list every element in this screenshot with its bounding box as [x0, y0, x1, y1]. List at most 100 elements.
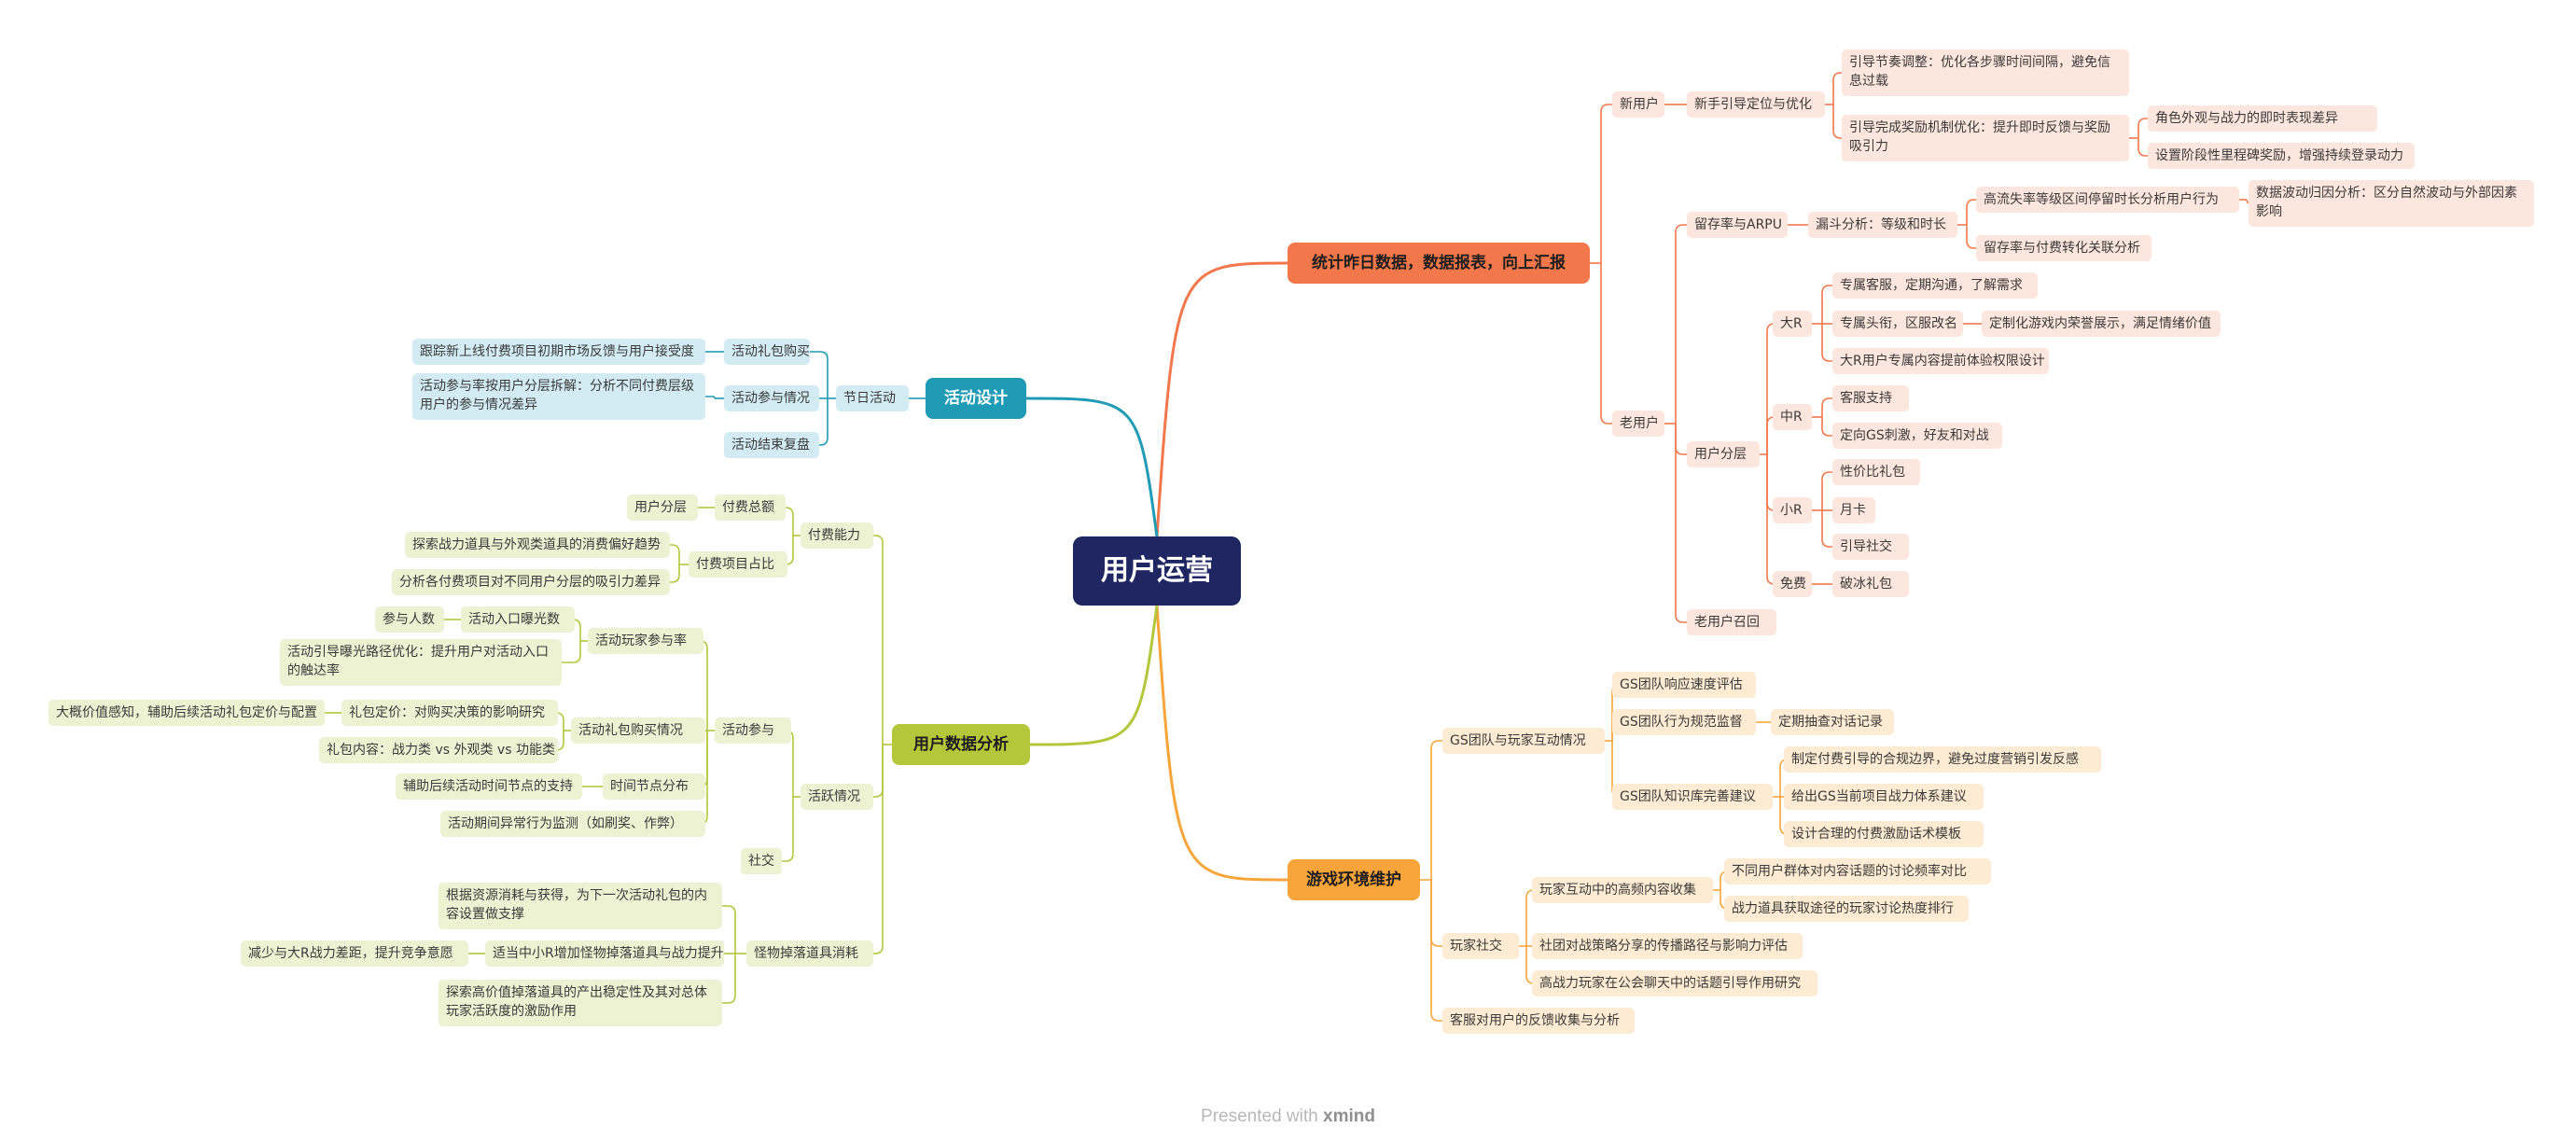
topic-a2[interactable]: 老用户 [1612, 411, 1664, 437]
topic-e1a[interactable]: GS团队响应速度评估 [1612, 672, 1756, 698]
topic-d2a2[interactable]: 活动礼包购买情况 [571, 717, 705, 744]
topic-label: 节日活动 [843, 391, 896, 406]
topic-a2b3b[interactable]: 月卡 [1832, 497, 1875, 523]
topic-a2a1a[interactable]: 高流失率等级区间停留时长分析用户行为 [1976, 187, 2239, 213]
topic-a2a1a1[interactable]: 数据波动归因分析：区分自然波动与外部因素影响 [2249, 180, 2534, 227]
topic-a2b1c[interactable]: 大R用户专属内容提前体验权限设计 [1832, 348, 2049, 374]
topic-d1[interactable]: 付费能力 [801, 522, 873, 549]
topic-d3b[interactable]: 适当中小R增加怪物掉落道具与战力提升 [485, 940, 724, 967]
topic-a1a1[interactable]: 引导节奏调整：优化各步骤时间间隔，避免信息过载 [1842, 49, 2129, 96]
topic-t1b1[interactable]: 活动参与率按用户分层拆解：分析不同付费层级用户的参与情况差异 [412, 373, 705, 420]
topic-a2b3[interactable]: 小R [1773, 497, 1812, 523]
main-topic-e[interactable]: 游戏环境维护 [1288, 859, 1420, 900]
connector [1821, 471, 1832, 510]
topic-a2b2b[interactable]: 定向GS刺激，好友和对战 [1832, 423, 2002, 449]
topic-a2b3a[interactable]: 性价比礼包 [1832, 459, 1920, 485]
xmind-brand: xmind [1323, 1107, 1375, 1126]
topic-d2a1b[interactable]: 活动引导曝光路径优化：提升用户对活动入口的触达率 [280, 639, 562, 686]
topic-label: 活动结束复盘 [731, 438, 810, 453]
connector [1821, 417, 1832, 437]
topic-a1a2b[interactable]: 设置阶段性里程碑奖励，增强持续登录动力 [2148, 143, 2415, 169]
topic-label: 跟踪新上线付费项目初期市场反馈与用户接受度 [420, 344, 694, 359]
topic-e2a[interactable]: 玩家互动中的高频内容收集 [1532, 877, 1713, 903]
topic-d1b[interactable]: 付费项目占比 [689, 551, 787, 578]
topic-e2[interactable]: 玩家社交 [1442, 933, 1519, 959]
topic-d1a[interactable]: 付费总额 [715, 494, 786, 521]
topic-e1c1[interactable]: 制定付费引导的合规边界，避免过度营销引发反感 [1784, 746, 2101, 773]
main-topic-a[interactable]: 统计昨日数据，数据报表，向上汇报 [1288, 243, 1590, 284]
connector [2137, 138, 2148, 157]
connector [1832, 72, 1842, 104]
topic-e1b1[interactable]: 定期抽查对话记录 [1771, 709, 1894, 735]
topic-a2b1[interactable]: 大R [1773, 311, 1812, 337]
topic-label: 怪物掉落道具消耗 [754, 946, 858, 961]
topic-label: 专属客服，定期沟通，了解需求 [1840, 278, 2023, 293]
topic-a1a2[interactable]: 引导完成奖励机制优化：提升即时反馈与奖励吸引力 [1842, 115, 2129, 161]
topic-label: 活动参与情况 [731, 391, 810, 406]
topic-d2b[interactable]: 社交 [741, 848, 782, 874]
topic-e2a1[interactable]: 不同用户群体对内容话题的讨论频率对比 [1724, 858, 1991, 884]
topic-d2a[interactable]: 活动参与 [715, 717, 791, 744]
topic-e2a2[interactable]: 战力道具获取途径的玩家讨论热度排行 [1724, 896, 1969, 922]
topic-d1b1[interactable]: 探索战力道具与外观类道具的消费偏好趋势 [405, 532, 670, 558]
topic-a2b4a[interactable]: 破冰礼包 [1832, 571, 1909, 597]
topic-e1b[interactable]: GS团队行为规范监督 [1612, 709, 1756, 735]
topic-a1a[interactable]: 新手引导定位与优化 [1687, 91, 1825, 118]
topic-a2a1b[interactable]: 留存率与付费转化关联分析 [1976, 235, 2151, 261]
topic-d3[interactable]: 怪物掉落道具消耗 [746, 940, 873, 967]
topic-a2a[interactable]: 留存率与ARPU [1687, 212, 1788, 238]
topic-t1a[interactable]: 活动礼包购买 [724, 339, 810, 365]
topic-e3[interactable]: 客服对用户的反馈收集与分析 [1442, 1008, 1635, 1034]
topic-a2c[interactable]: 老用户召回 [1687, 609, 1776, 635]
topic-t1b[interactable]: 活动参与情况 [724, 385, 819, 411]
topic-a2b2a[interactable]: 客服支持 [1832, 385, 1909, 411]
topic-label: 老用户 [1620, 416, 1659, 431]
topic-e1c[interactable]: GS团队知识库完善建议 [1612, 784, 1773, 810]
topic-d2a4[interactable]: 活动期间异常行为监测（如刷奖、作弊） [440, 811, 705, 837]
topic-d2[interactable]: 活跃情况 [801, 784, 873, 810]
topic-t1c[interactable]: 活动结束复盘 [724, 432, 819, 458]
topic-a1a2a[interactable]: 角色外观与战力的即时表现差异 [2148, 105, 2377, 132]
topic-d3b1[interactable]: 减少与大R战力差距，提升竞争意愿 [241, 940, 468, 967]
topic-a1[interactable]: 新用户 [1612, 91, 1664, 118]
topic-label: 探索高价值掉落道具的产出稳定性及其对总体玩家活跃度的激励作用 [446, 985, 707, 1019]
topic-d2a1a1[interactable]: 参与人数 [375, 606, 444, 633]
topic-label: GS团队响应速度评估 [1620, 677, 1743, 692]
topic-d1a1[interactable]: 用户分层 [627, 494, 698, 521]
topic-e2c[interactable]: 高战力玩家在公会聊天中的话题引导作用研究 [1532, 970, 1817, 996]
topic-a2b4[interactable]: 免费 [1773, 571, 1812, 597]
topic-d2a2a[interactable]: 礼包定价：对购买决策的影响研究 [341, 700, 558, 726]
topic-label: 不同用户群体对内容话题的讨论频率对比 [1732, 864, 1967, 879]
topic-e1[interactable]: GS团队与玩家互动情况 [1442, 728, 1605, 754]
topic-e2b[interactable]: 社团对战策略分享的传播路径与影响力评估 [1532, 933, 1803, 959]
main-topic-d[interactable]: 用户数据分析 [892, 724, 1030, 765]
topic-d2a3a[interactable]: 辅助后续活动时间节点的支持 [396, 773, 582, 800]
topic-d2a3[interactable]: 时间节点分布 [603, 773, 705, 800]
topic-d2a1[interactable]: 活动玩家参与率 [588, 628, 703, 654]
topic-e1c3[interactable]: 设计合理的付费激励话术模板 [1784, 821, 1984, 847]
topic-e1c2[interactable]: 给出GS当前项目战力体系建议 [1784, 784, 1984, 810]
topic-d1b2[interactable]: 分析各付费项目对不同用户分层的吸引力差异 [392, 569, 670, 595]
topic-t1a1[interactable]: 跟踪新上线付费项目初期市场反馈与用户接受度 [412, 339, 705, 365]
topic-a2b3c[interactable]: 引导社交 [1832, 534, 1909, 560]
topic-d2a2b[interactable]: 礼包内容：战力类 vs 外观类 vs 功能类 [319, 737, 558, 763]
topic-d2a2a1[interactable]: 大概价值感知，辅助后续活动礼包定价与配置 [49, 700, 325, 726]
root-topic[interactable]: 用户运营 [1073, 536, 1241, 606]
topic-t1[interactable]: 节日活动 [836, 385, 909, 411]
topic-label: 客服对用户的反馈收集与分析 [1450, 1013, 1620, 1028]
main-topic-t[interactable]: 活动设计 [926, 378, 1026, 419]
topic-a2b1a[interactable]: 专属客服，定期沟通，了解需求 [1832, 272, 2038, 299]
topic-label: 减少与大R战力差距，提升竞争意愿 [248, 946, 453, 961]
topic-label: 设置阶段性里程碑奖励，增强持续登录动力 [2155, 148, 2403, 163]
topic-d3a[interactable]: 根据资源消耗与获得，为下一次活动礼包的内容设置做支撑 [439, 883, 722, 929]
topic-label: 定期抽查对话记录 [1778, 715, 1883, 730]
topic-d2a1a[interactable]: 活动入口曝光数 [461, 606, 575, 633]
topic-d3c[interactable]: 探索高价值掉落道具的产出稳定性及其对总体玩家活跃度的激励作用 [439, 980, 722, 1026]
topic-a2b[interactable]: 用户分层 [1687, 441, 1760, 467]
topic-a2b2[interactable]: 中R [1773, 404, 1812, 430]
connector [1832, 104, 1842, 139]
topic-a2b1b1[interactable]: 定制化游戏内荣誉展示，满足情绪价值 [1982, 311, 2221, 337]
topic-a2a1[interactable]: 漏斗分析：等级和时长 [1808, 212, 1957, 238]
topic-a2b1b[interactable]: 专属头衔，区服改名 [1832, 311, 1963, 337]
